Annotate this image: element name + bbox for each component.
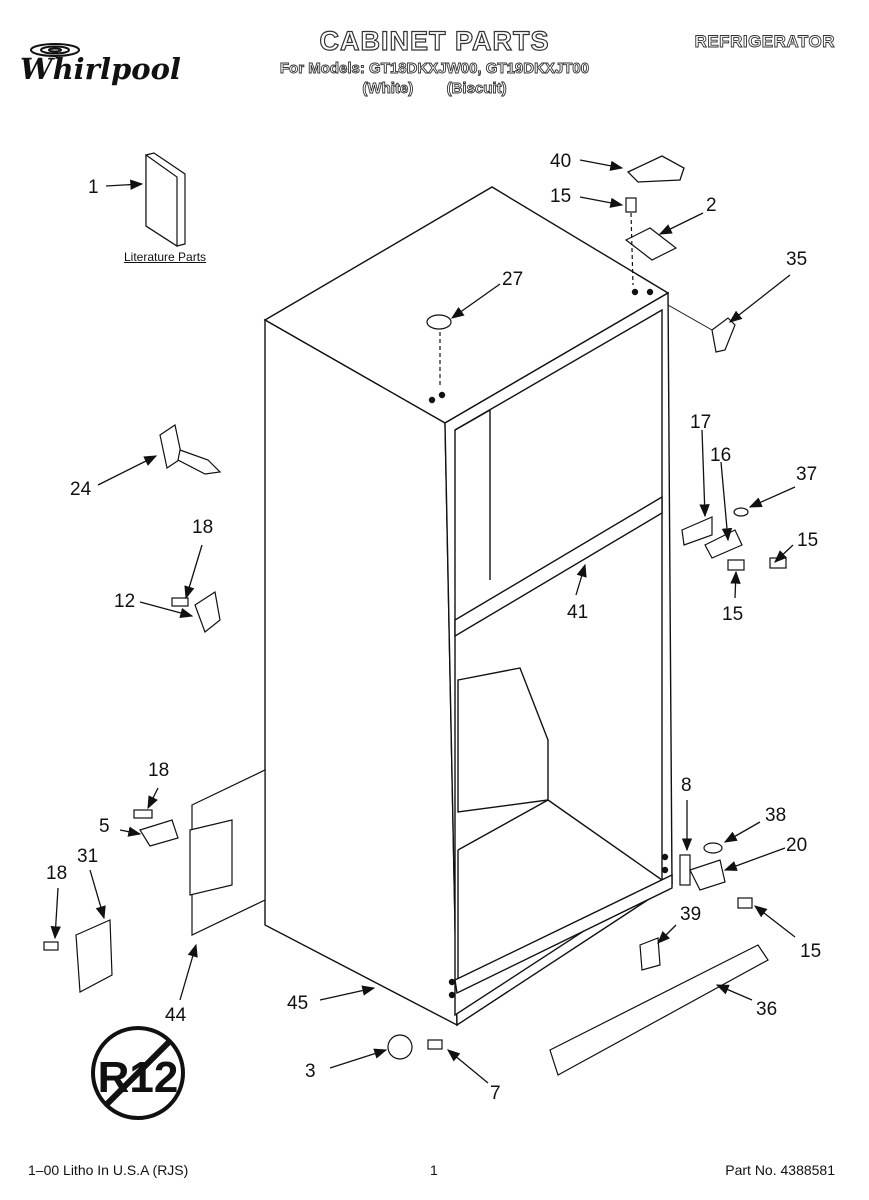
page-title: CABINET PARTS [319,25,550,56]
callout-36: 36 [756,999,778,1020]
callout-45: 45 [287,993,309,1014]
callout-31: 31 [77,846,99,867]
callout-24: 24 [70,479,92,500]
category-label: REFRIGERATOR [694,32,835,52]
bracket-part [171,591,221,633]
callout-16: 16 [710,445,732,466]
plug-button-part [426,314,452,385]
callout-12: 12 [114,591,136,612]
callout-37: 37 [796,464,818,485]
callout-2: 2 [706,195,717,216]
lower-left-parts [43,769,266,993]
callout-41: 41 [567,602,589,623]
no-r12-icon: R12 [91,1026,185,1120]
footer-litho: 1–00 Litho In U.S.A (RJS) [28,1162,189,1178]
callout-20: 20 [786,835,808,856]
hinge-pin-cover-part [711,317,736,353]
callout-15: 15 [722,604,744,625]
callout-15: 15 [797,530,819,551]
callout-35: 35 [786,249,808,270]
bottom-hardware-parts [387,1034,443,1060]
callout-27: 27 [502,269,524,290]
no-r12-text: R12 [98,1053,179,1102]
callout-44: 44 [165,1005,187,1026]
variants-line: (White) (Biscuit) [362,80,507,98]
callout-3: 3 [305,1061,316,1082]
literature-booklet [145,152,186,248]
footer-page-number: 1 [430,1162,438,1178]
whirlpool-swirl-icon [30,43,80,57]
callout-15: 15 [800,941,822,962]
lower-right-parts [549,842,769,1076]
top-hinge-part [624,197,678,286]
callout-1: 1 [88,177,99,198]
callout-18: 18 [148,760,170,781]
callout-15: 15 [550,186,572,207]
models-line: For Models: GT18DKXJW00, GT19DKXJT00 [279,60,590,78]
callout-18: 18 [46,863,68,884]
literature-parts-label: Literature Parts [124,250,207,264]
whirlpool-logo: Whirlpool [20,52,181,86]
callout-leaders [50,159,796,1084]
callout-40: 40 [550,151,572,172]
callout-18: 18 [192,517,214,538]
footer-part-number: Part No. 4388581 [725,1162,835,1178]
callout-38: 38 [765,805,787,826]
leveler-bolt-part [159,424,222,475]
callout-39: 39 [680,904,702,925]
callout-17: 17 [690,412,712,433]
center-hinge-part [681,507,787,571]
callout-5: 5 [99,816,110,837]
refrigerator-cabinet [263,186,673,1027]
hinge-cover-part [626,155,685,183]
callout-7: 7 [490,1083,501,1104]
callout-8: 8 [681,775,692,796]
